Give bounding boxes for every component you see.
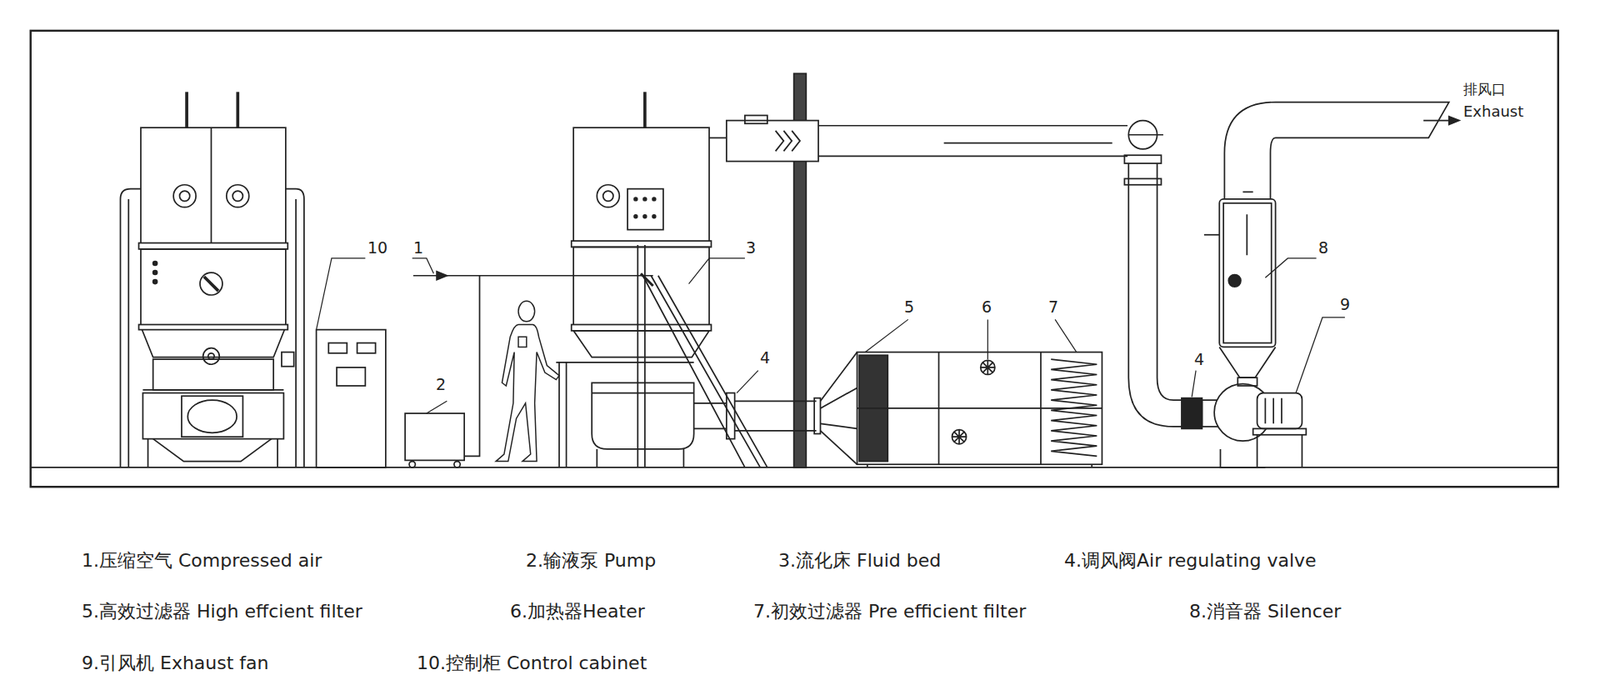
callout-number: 5: [904, 298, 915, 316]
pump: [405, 275, 480, 468]
exhaust-label: Exhaust: [1463, 103, 1524, 120]
air-handler: [694, 352, 1103, 468]
legend-item: 7.初效过滤器 Pre efficient filter: [753, 601, 1026, 622]
callout-number: 9: [1340, 295, 1350, 314]
leader-lines: [316, 258, 1345, 414]
legend-item: 1.压缩空气 Compressed air: [81, 550, 322, 571]
silencer: [1204, 102, 1460, 386]
legend-item: 4.调风阀Air regulating valve: [1064, 550, 1317, 571]
exhaust-label: 排风口: [1463, 81, 1506, 98]
legend-item: 6.加热器Heater: [510, 601, 645, 622]
legend-item: 10.控制柜 Control cabinet: [416, 653, 647, 674]
control-cabinet: [316, 330, 386, 468]
exhaust-fan: [1214, 384, 1306, 468]
air-line: [413, 275, 654, 277]
fluid-bed-left: [120, 91, 304, 468]
legend-item: 2.输液泵 Pump: [525, 550, 656, 571]
legend-item: 3.流化床 Fluid bed: [778, 550, 941, 571]
callout-number: 4: [1194, 350, 1205, 369]
callout-number: 10: [367, 239, 388, 257]
exhaust-duct: [709, 115, 1228, 429]
callout-number: 8: [1318, 239, 1329, 257]
legend-item: 8.消音器 Silencer: [1189, 601, 1341, 622]
legend-item: 9.引风机 Exhaust fan: [81, 653, 270, 674]
legend-item: 5.高效过滤器 High effcient filter: [81, 601, 363, 622]
callout-number: 4: [760, 349, 770, 367]
callout-number: 7: [1048, 298, 1059, 316]
callout-number: 3: [745, 239, 756, 257]
callout-number: 1: [413, 239, 424, 257]
callout-number: 2: [435, 375, 446, 394]
callout-number: 6: [981, 298, 992, 316]
operator: [495, 300, 560, 461]
